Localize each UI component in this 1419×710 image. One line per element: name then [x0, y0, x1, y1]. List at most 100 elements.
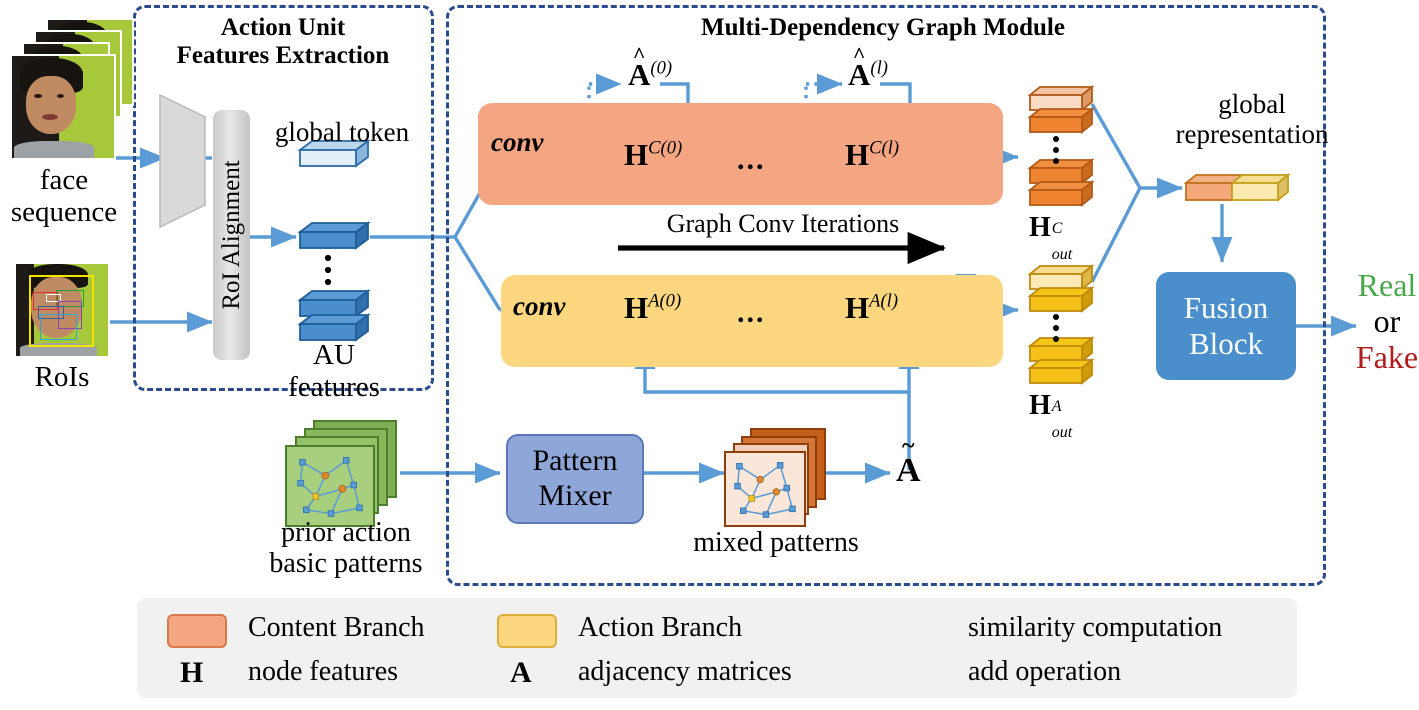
action-output-sub: out [1051, 424, 1073, 441]
content-adj-first-sup: (0) [650, 57, 673, 79]
legend-symbol-a-text: A [510, 656, 532, 689]
fusion-block-line1: Fusion [1183, 290, 1269, 326]
content-node-last: HC(l) [845, 137, 899, 173]
face-sequence-label-line1: face [39, 164, 89, 196]
content-output-bar-1 [1027, 85, 1095, 112]
action-ellipsis: ... [737, 296, 766, 329]
legend-label-content-branch: Content Branch [248, 612, 425, 643]
au-feature-bar-1 [297, 221, 371, 250]
module-title-left: Action Unit Features Extraction [148, 14, 418, 70]
action-output-vertical-dots [1053, 314, 1059, 342]
legend-symbol-a: A [510, 656, 532, 690]
module-title-right-text: Multi-Dependency Graph Module [701, 14, 1065, 41]
pattern-mixer-line2: Mixer [538, 479, 612, 512]
content-output-bar-4 [1027, 180, 1095, 207]
content-output-sup: C [1051, 220, 1063, 237]
content-node-first: HC(0) [624, 137, 682, 173]
module-frame-left [133, 5, 434, 391]
prior-patterns-label: prior action basic patterns [248, 517, 444, 580]
legend-swatch-content-branch [167, 614, 227, 648]
action-node-last-base: H [845, 290, 870, 325]
global-representation-label: global representation [1152, 89, 1352, 149]
legend-swatch-action-branch [497, 614, 557, 648]
legend-panel [137, 598, 1297, 698]
module-frame-right [446, 5, 1326, 586]
legend-symbol-h: H [180, 656, 203, 690]
mixed-patterns-stack [724, 428, 834, 528]
verdict-fake: Fake [1355, 338, 1419, 375]
mixed-adjacency-symbol: ~ A [896, 433, 921, 489]
action-output-bar-2 [1027, 286, 1095, 313]
action-node-first-base: H [624, 290, 649, 325]
au-features-label-line2: features [288, 370, 380, 403]
au-feature-bar-3 [297, 313, 371, 342]
action-node-first: HA(0) [624, 290, 681, 326]
content-node-first-sup: C(0) [648, 137, 683, 159]
legend-label-add-operation: add operation [968, 656, 1122, 687]
content-node-last-base: H [845, 137, 870, 172]
prior-patterns-line2: basic patterns [269, 547, 423, 579]
arrow-Atilde-to-actionH0 [634, 343, 911, 470]
legend-label-adjacency-matrices: adjacency matrices [578, 656, 792, 687]
au-features-label-line1: AU [313, 339, 355, 371]
action-output-sup: A [1051, 398, 1062, 415]
action-output-label: H A out [1029, 390, 1072, 441]
au-feature-bar-2 [297, 289, 371, 318]
legend-label-action-branch: Action Branch [578, 612, 743, 643]
content-output-sub: out [1051, 246, 1073, 263]
content-node-last-sup: C(l) [869, 137, 900, 159]
verdict-group: Real or Fake [1352, 267, 1419, 375]
module-title-left-line1: Action Unit [220, 14, 346, 41]
au-features-label: AU features [272, 339, 396, 404]
action-output-bar-1 [1027, 264, 1095, 291]
module-title-left-line2: Features Extraction [176, 42, 390, 69]
rois-label: RoIs [34, 361, 90, 393]
action-node-last-sup: A(l) [869, 290, 899, 312]
content-output-label: H C out [1029, 212, 1072, 263]
face-sequence-stack [10, 18, 140, 160]
global-representation-bar [1183, 173, 1291, 202]
line-actionout-to-merge [1090, 187, 1142, 283]
line-contentout-to-merge [1090, 103, 1142, 189]
global-token-bar [297, 139, 371, 168]
content-adj-first-base: A [628, 57, 651, 92]
module-title-right: Multi-Dependency Graph Module [460, 14, 1306, 42]
content-adj-last-base: A [848, 57, 871, 92]
legend-label-node-features: node features [248, 656, 399, 687]
fusion-block[interactable]: Fusion Block [1156, 272, 1296, 380]
prior-patterns-stack [285, 420, 405, 527]
content-conv-label: conv [491, 127, 544, 157]
global-token-label: global token [274, 117, 410, 147]
pattern-mixer-block[interactable]: Pattern Mixer [506, 434, 644, 524]
verdict-or: or [1373, 302, 1401, 339]
global-representation-line2: representation [1175, 118, 1329, 149]
content-output-bar-3 [1027, 158, 1095, 185]
au-features-vertical-dots [324, 254, 332, 286]
content-output-base: H [1029, 212, 1051, 243]
content-adj-first: ^ A (0) [628, 42, 673, 92]
action-output-base: H [1029, 390, 1051, 421]
fusion-block-line2: Block [1188, 326, 1264, 361]
prior-patterns-line1: prior action [281, 517, 411, 548]
global-representation-line1: global [1218, 89, 1286, 119]
content-adj-last-sup: (l) [870, 57, 888, 79]
roi-alignment-block: RoI Alignment [213, 110, 250, 360]
mixed-patterns-label: mixed patterns [693, 527, 859, 558]
content-output-bar-2 [1027, 107, 1095, 134]
content-node-first-base: H [624, 137, 649, 172]
mixed-adjacency-base: A [896, 452, 921, 489]
action-output-bar-4 [1027, 358, 1095, 385]
face-image [10, 54, 116, 160]
verdict-real: Real [1357, 267, 1417, 303]
pattern-mixer-line1: Pattern [532, 444, 618, 478]
iterations-label: Graph Conv Iterations [666, 209, 900, 238]
action-output-bar-3 [1027, 336, 1095, 363]
action-node-first-sup: A(0) [648, 290, 682, 312]
action-node-last: HA(l) [845, 290, 898, 326]
rois-image [14, 262, 110, 358]
legend-symbol-h-text: H [180, 656, 204, 689]
line-fork-down [453, 236, 502, 311]
encoder-trapezoid [159, 93, 206, 229]
content-output-vertical-dots [1053, 136, 1059, 164]
content-ellipsis: ... [737, 143, 766, 176]
